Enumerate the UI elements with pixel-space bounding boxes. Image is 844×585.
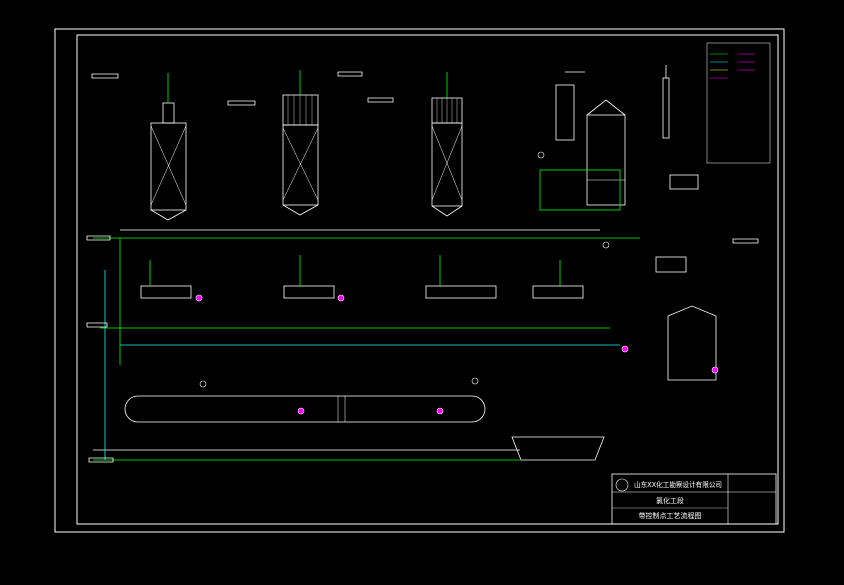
inner-frame <box>76 34 779 525</box>
company-logo <box>615 478 629 492</box>
column-t401[interactable] <box>150 73 187 221</box>
horizontal-vessel-v401[interactable] <box>124 395 486 423</box>
column-t402[interactable] <box>282 70 319 216</box>
bottom-receiver[interactable] <box>511 436 605 461</box>
title-block: 山东XX化工勘察设计有限公司 氯化工段 带控制点工艺流程图 <box>611 473 777 525</box>
header-pipelines <box>93 229 640 461</box>
legend-table <box>706 42 771 164</box>
sheet-title-line1: 氯化工段 <box>656 496 684 505</box>
instrument-symbols[interactable] <box>195 151 719 415</box>
side-arrows <box>86 235 759 463</box>
sheet-title-line2: 带控制点工艺流程图 <box>639 511 702 520</box>
top-flow-arrows <box>91 71 585 106</box>
column-t403[interactable] <box>431 72 463 217</box>
company-name: 山东XX化工勘察设计有限公司 <box>634 480 722 489</box>
storage-tank-v402[interactable] <box>655 256 717 381</box>
outer-frame <box>54 28 785 533</box>
scrubber-tower[interactable] <box>539 65 699 211</box>
exchanger-row[interactable] <box>140 255 584 299</box>
